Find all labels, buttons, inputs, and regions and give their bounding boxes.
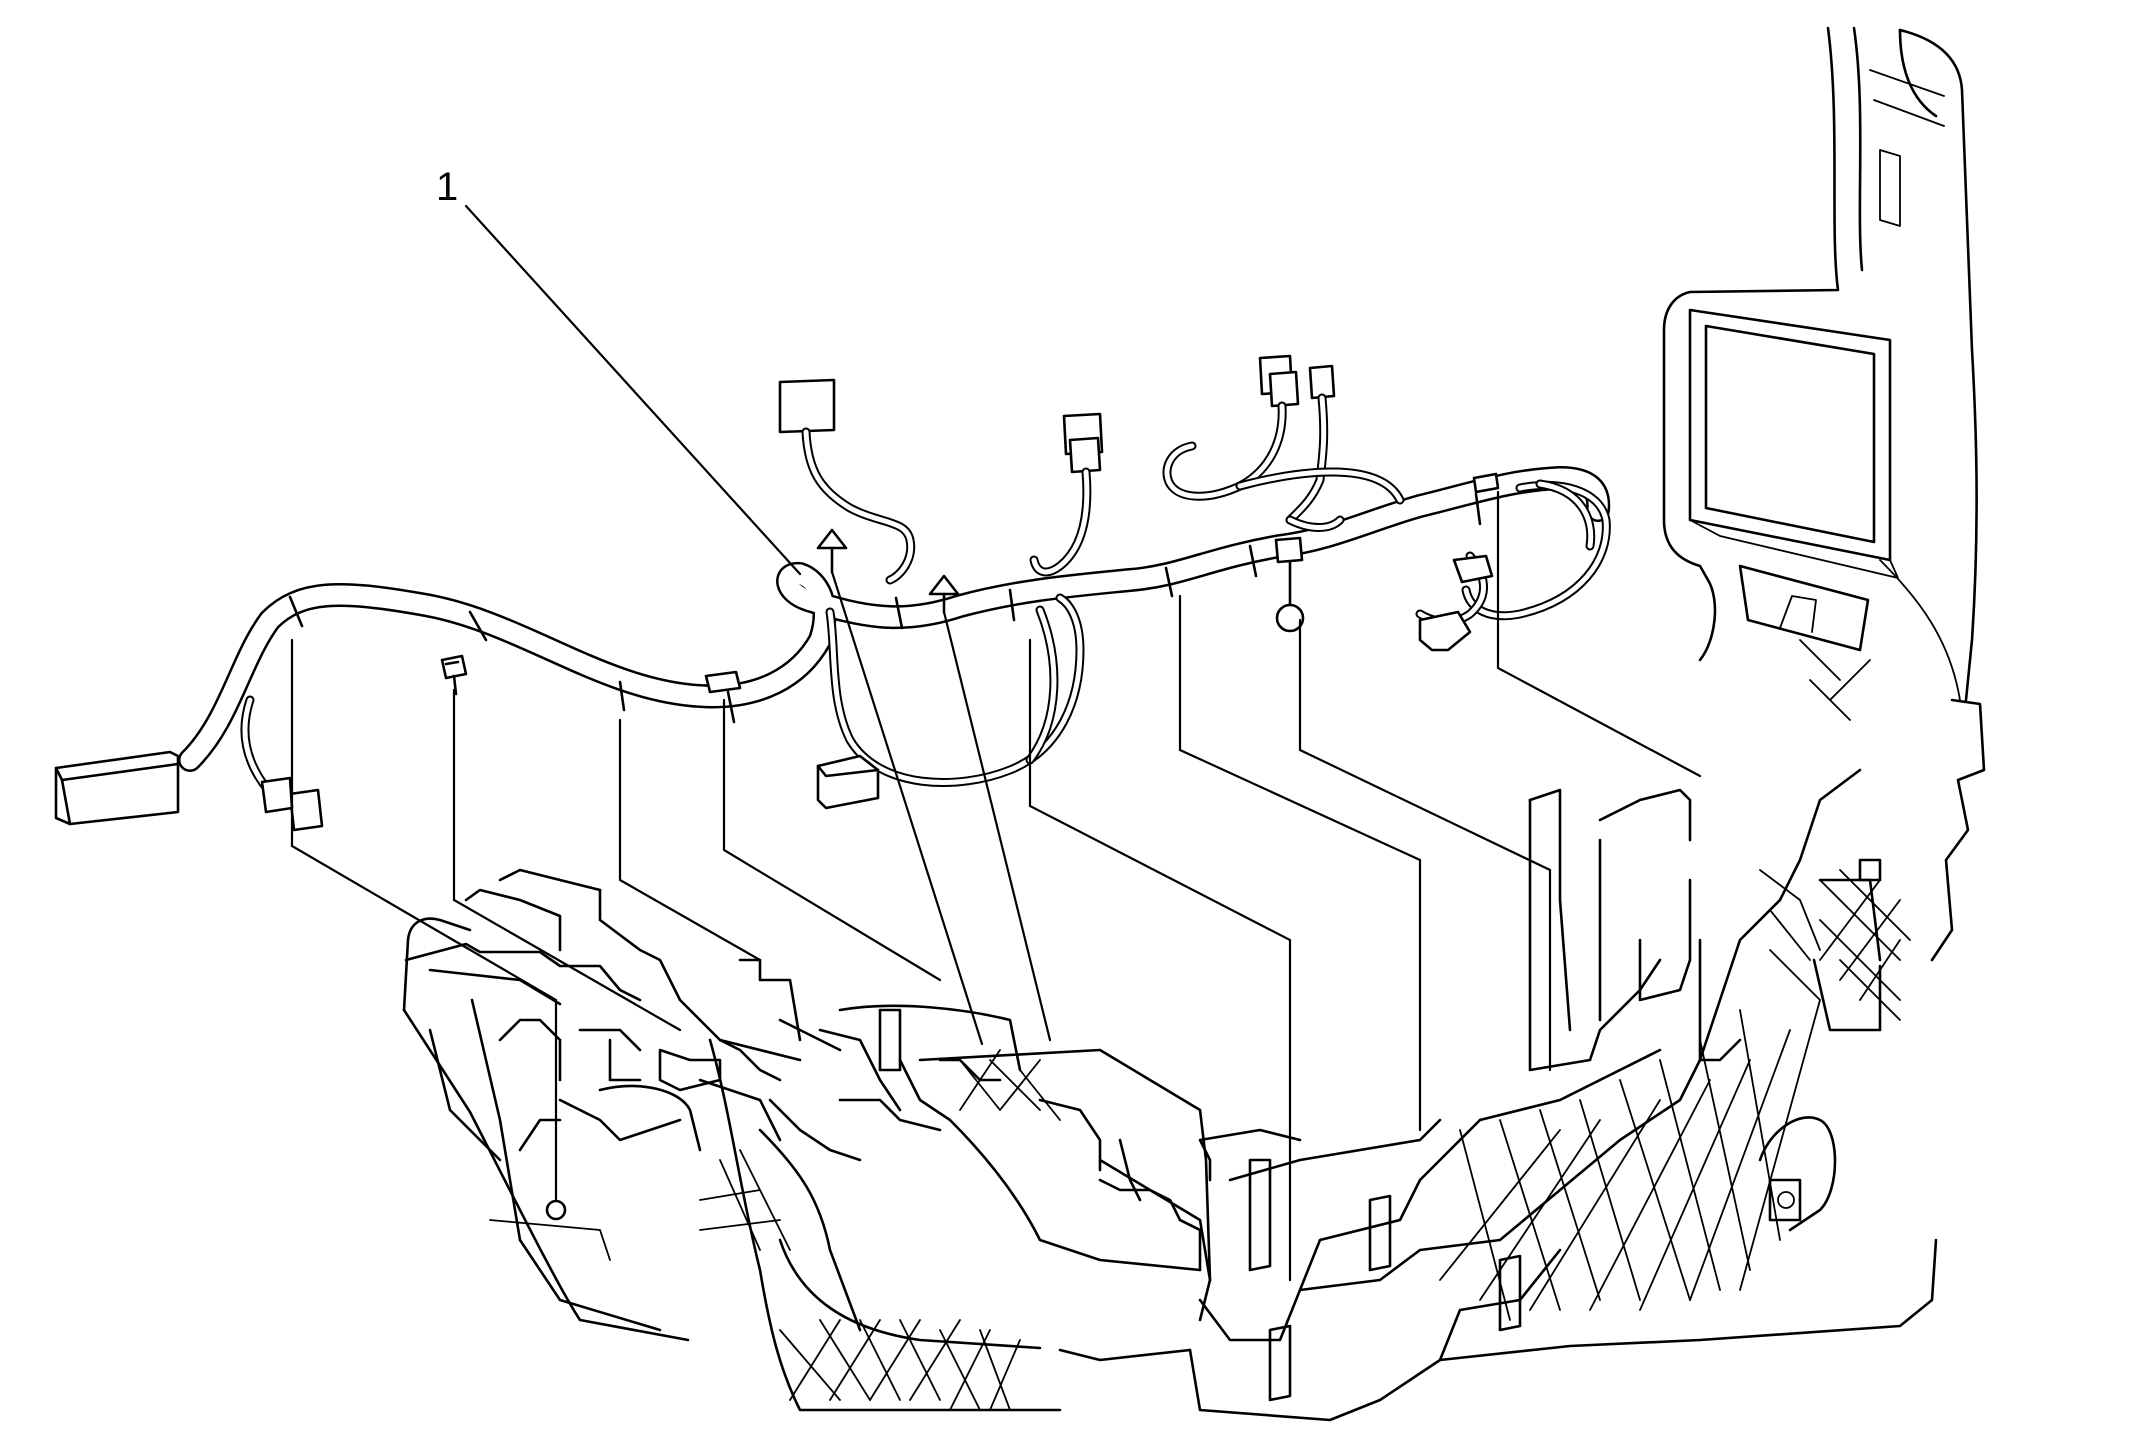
left-harness-connector: [54, 750, 180, 826]
wiring-harness: [54, 354, 1611, 832]
top-right-connectors: [1162, 354, 1405, 532]
pin-retainers: [816, 472, 1500, 614]
callout-1-leader: [464, 204, 802, 576]
ground-ring-terminal: [1274, 536, 1305, 633]
lower-drop-wire: [816, 593, 1085, 810]
left-drop-connector: [240, 695, 324, 832]
console-structure: [402, 26, 1986, 1422]
harness-bolt-fastener: [440, 654, 468, 696]
harness-retainer-clip: [704, 670, 742, 694]
right-upright-bracket: [1662, 26, 1986, 962]
square-connector-top-left: [778, 378, 916, 585]
harness-clip-bands: [288, 492, 1482, 724]
right-harness-connector: [1415, 551, 1494, 652]
callout-label-1: 1: [436, 165, 458, 209]
console-body: [402, 768, 1938, 1422]
leader-lines: [290, 204, 1702, 1282]
center-top-connector: [1029, 412, 1104, 577]
left-bracket-assembly: [404, 868, 1202, 1272]
